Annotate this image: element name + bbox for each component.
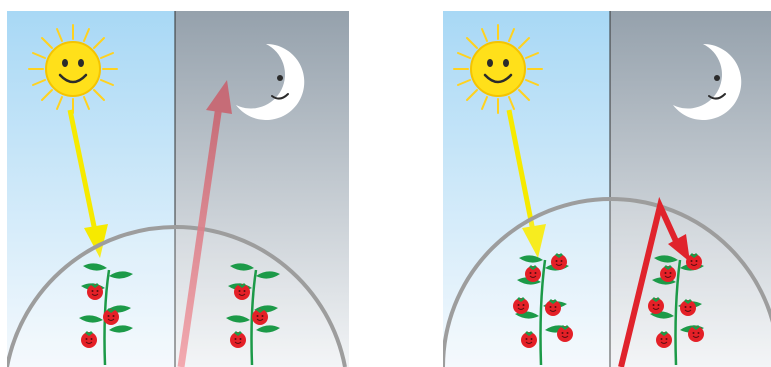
sun-icon [29, 25, 117, 113]
panel-right [443, 11, 771, 367]
sun-icon [454, 25, 542, 113]
panel-left [7, 11, 349, 367]
